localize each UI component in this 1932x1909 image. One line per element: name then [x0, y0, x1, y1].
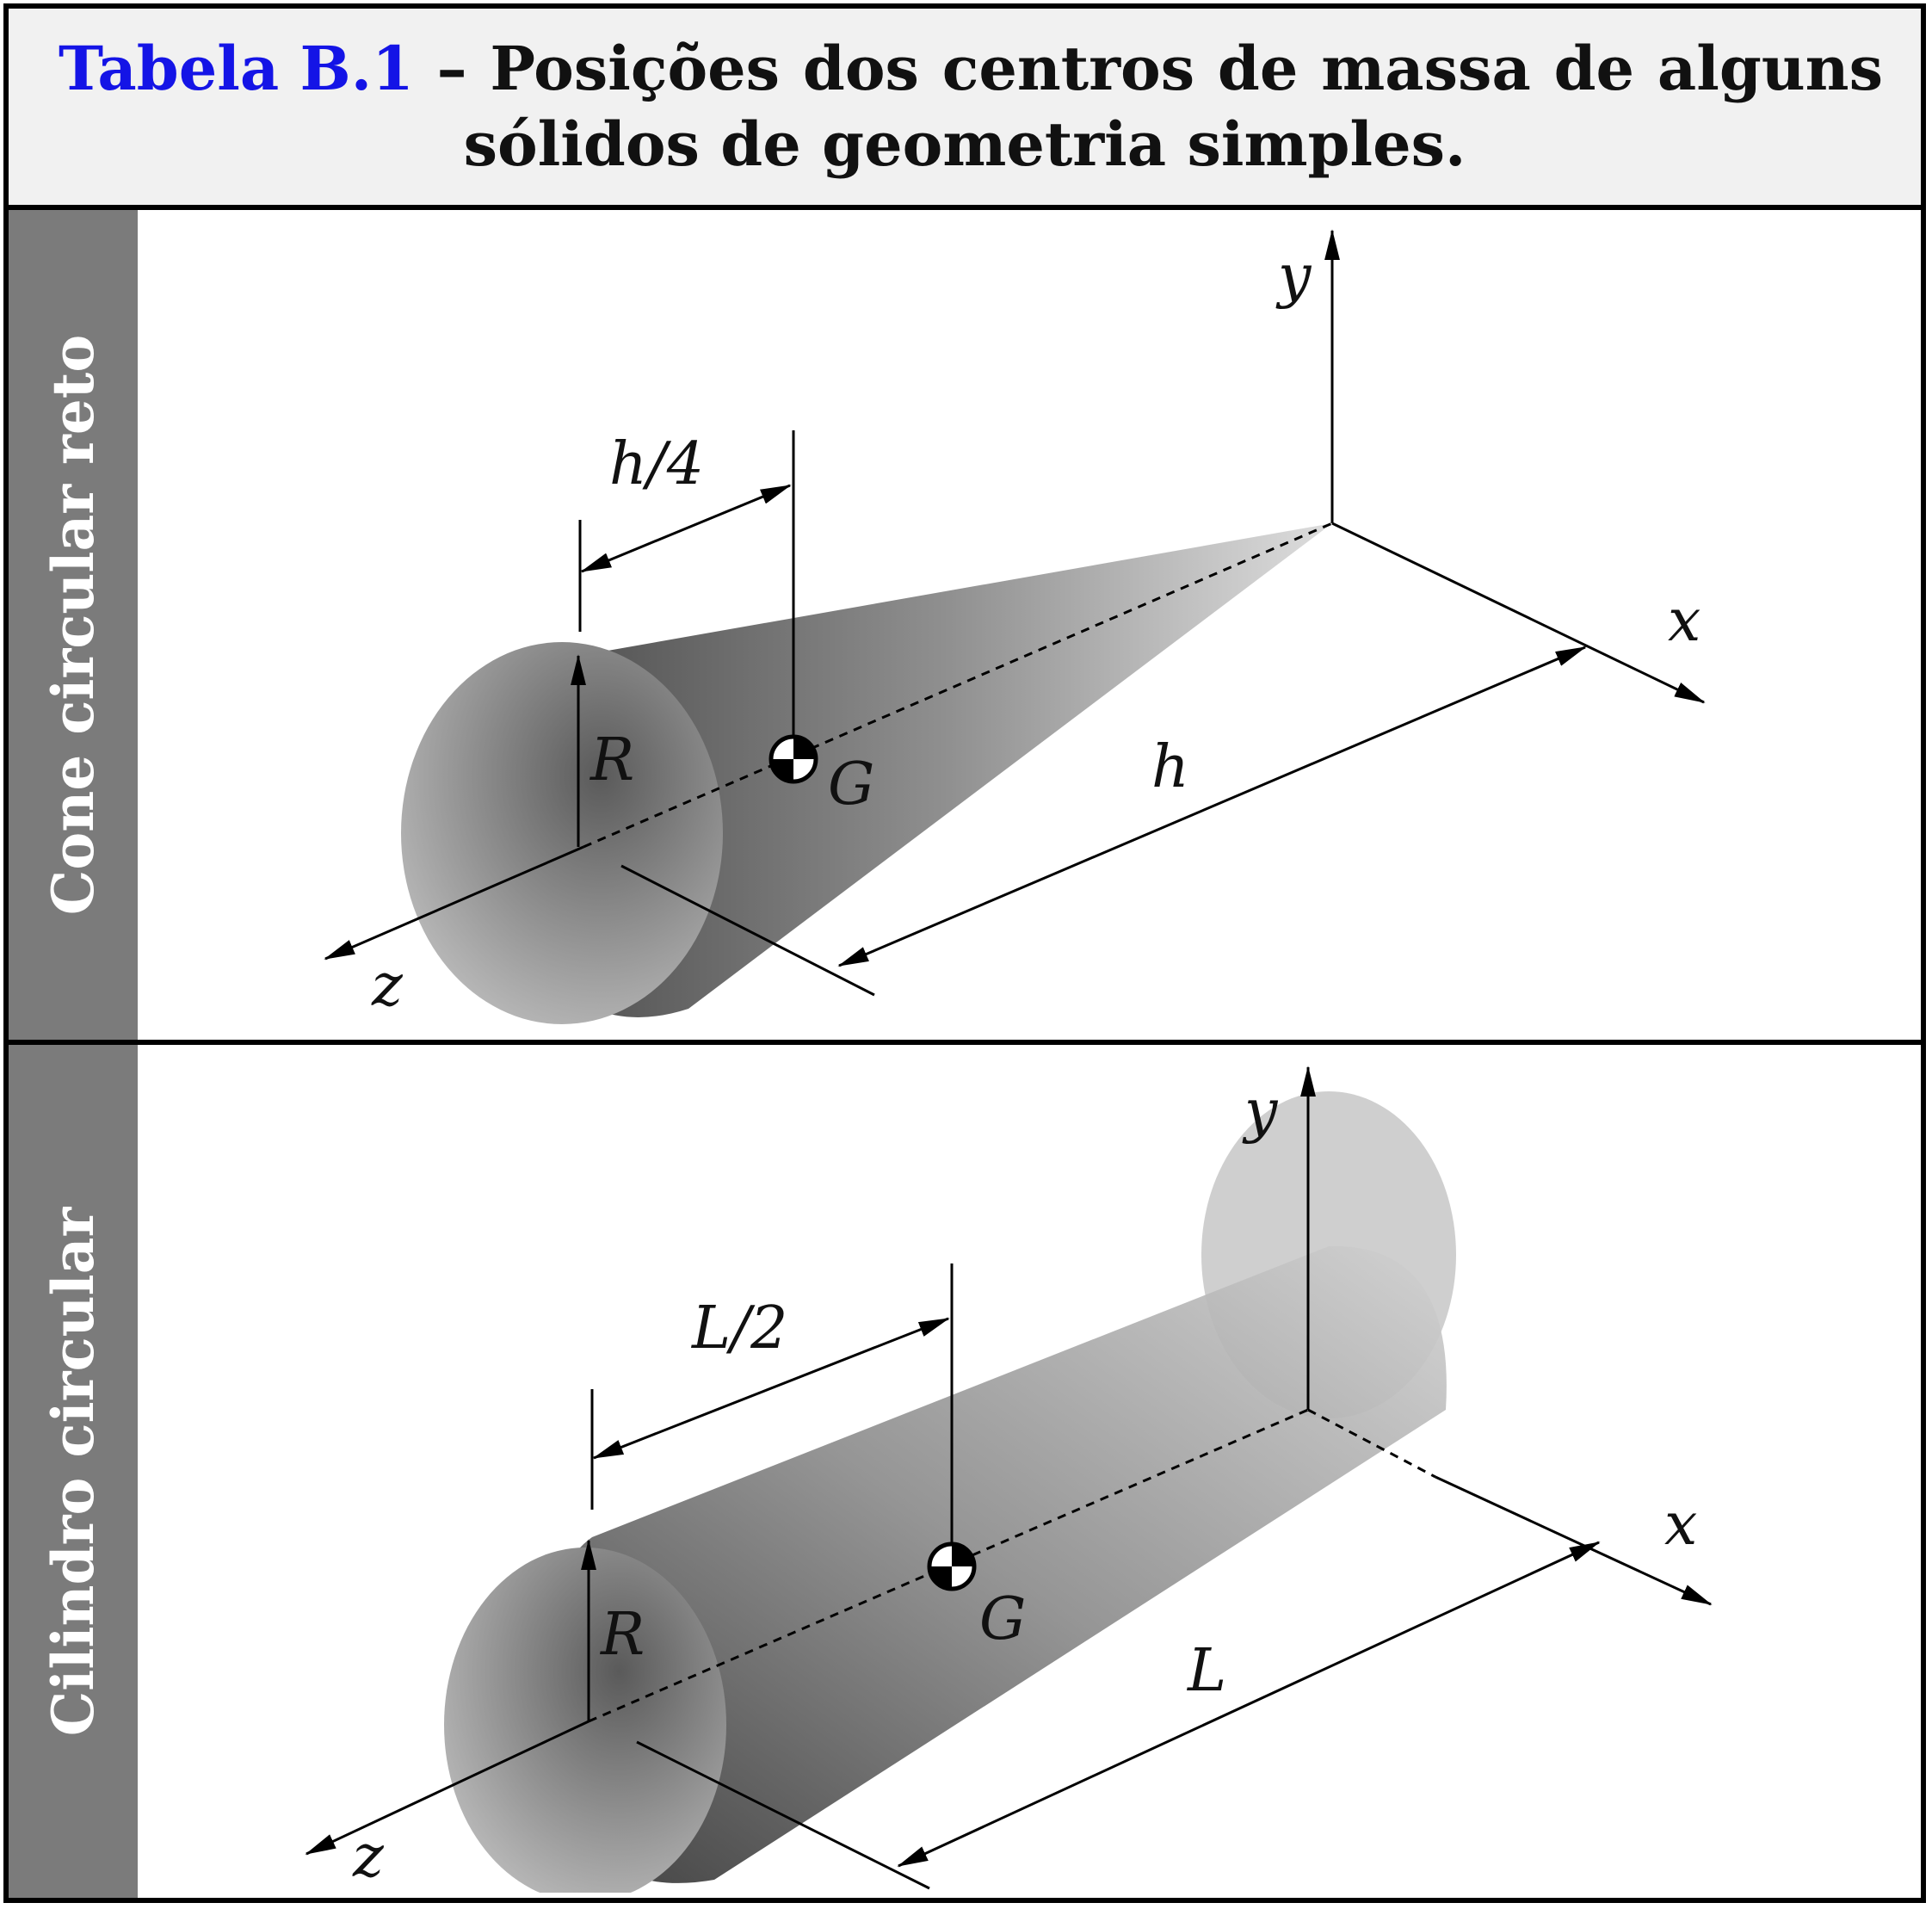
y-axis-label: y [1275, 243, 1312, 311]
z-axis-label: z [371, 952, 404, 1020]
x-axis-hidden [1307, 1408, 1436, 1479]
table-caption: Tabela B.1 – Posições dos centros de mas… [9, 9, 1921, 210]
z-axis [305, 1720, 589, 1856]
center-of-mass-icon [927, 1541, 977, 1591]
length-label: h [1151, 733, 1189, 801]
caption-line-1: Tabela B.1 – Posições dos centros de mas… [59, 33, 1883, 104]
offset-label: L/2 [690, 1294, 787, 1362]
x-axis-label: x [1664, 1491, 1697, 1559]
row-cone: Cone circular reto [9, 210, 1921, 1045]
offset-label: h/4 [609, 430, 704, 498]
center-of-mass-label: G [979, 1585, 1026, 1653]
row-cylinder: Cilindro circular [9, 1045, 1921, 1898]
caption-word: Posições [490, 33, 781, 104]
extension-line [620, 864, 875, 997]
offset-dimension [592, 1317, 950, 1460]
caption-word: dos [802, 33, 919, 104]
caption-line-2: sólidos de geometria simples. [463, 108, 1466, 180]
length-dimension [897, 1541, 1601, 1868]
x-axis-label: x [1668, 587, 1701, 655]
y-axis-label: y [1242, 1078, 1279, 1146]
length-dimension [837, 646, 1587, 967]
x-axis [1331, 522, 1706, 704]
caption-word: centros [941, 33, 1195, 104]
length-label: L [1186, 1637, 1226, 1705]
cone-diagram: y x z R G h/4 h [324, 229, 1706, 1024]
row-title-band: Cilindro circular [9, 1045, 138, 1898]
row-title-cone: Cone circular reto [40, 334, 107, 916]
caption-word: alguns [1657, 33, 1883, 104]
table-b1: Tabela B.1 – Posições dos centros de mas… [3, 3, 1926, 1903]
cylinder-diagram: y x z R G L/2 L [305, 1066, 1713, 1893]
center-of-mass-label: G [828, 751, 874, 819]
offset-dimension [580, 484, 792, 573]
row-title-band: Cone circular reto [9, 210, 138, 1040]
caption-word: de [1553, 33, 1635, 104]
caption-dash: – [436, 33, 467, 104]
row-title-cylinder: Cilindro circular [40, 1207, 107, 1736]
extension-line [636, 1740, 930, 1890]
center-of-mass-icon [768, 734, 818, 784]
cone-base [401, 642, 723, 1024]
radius-label: R [589, 726, 634, 794]
caption-word: de [1217, 33, 1299, 104]
table-label: Tabela B.1 [59, 33, 414, 104]
caption-word: massa [1321, 33, 1531, 104]
z-axis [324, 845, 584, 961]
radius-label: R [599, 1601, 645, 1669]
x-axis [1435, 1475, 1713, 1606]
z-axis-label: z [352, 1823, 385, 1891]
cylinder-near-end [444, 1548, 726, 1893]
